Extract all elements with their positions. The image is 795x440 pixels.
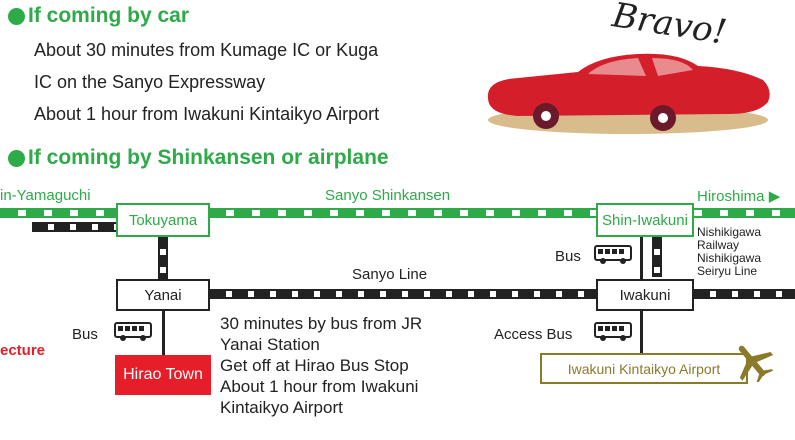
sanyo-line-rail-east <box>694 289 795 299</box>
access-bus-label: Access Bus <box>494 326 573 343</box>
shin-iwakuni-bus-line <box>640 237 643 279</box>
iwakuni-station[interactable]: Iwakuni <box>596 279 694 311</box>
bus-info-line-2: Yanai Station <box>220 335 320 354</box>
sanyo-line-rail <box>210 289 596 299</box>
iwakuni-airport-box[interactable]: Iwakuni Kintaikyo Airport <box>540 353 748 384</box>
tokuyama-station[interactable]: Tokuyama <box>116 203 210 237</box>
car-window-rear <box>652 58 693 76</box>
car-body <box>487 53 770 116</box>
car-line-1: About 30 minutes from Kumage IC or Kuga <box>34 40 379 60</box>
nishikigawa-line-1: Nishikigawa <box>697 225 762 239</box>
left-stub-rail <box>32 222 116 232</box>
hiroshima-text: Hiroshima <box>697 188 765 205</box>
yanai-station[interactable]: Yanai <box>116 279 210 311</box>
car-heading-text: If coming by car <box>28 4 190 27</box>
shin-iwakuni-station[interactable]: Shin-Iwakuni <box>596 203 694 237</box>
tokuyama-yanai-rail <box>158 237 168 283</box>
bus-info-line-1: 30 minutes by bus from JR <box>220 314 423 333</box>
shinkansen-heading: If coming by Shinkansen or airplane <box>8 146 389 170</box>
nishikigawa-line-3: Nishikigawa <box>697 251 762 265</box>
car-hubcap-front <box>541 111 551 121</box>
bus-info-text: 30 minutes by bus from JR Yanai Station … <box>220 313 422 418</box>
hirao-town-box[interactable]: Hirao Town <box>115 355 211 395</box>
bus-icon <box>594 245 632 264</box>
car-hubcap-rear <box>658 113 668 123</box>
arrow-right-icon: ▶ <box>768 188 781 205</box>
hiroshima-label: Hiroshima ▶ <box>697 187 780 205</box>
sanyo-shinkansen-line <box>0 208 795 218</box>
car-line-3: About 1 hour from Iwakuni Kintaikyo Airp… <box>34 104 380 124</box>
prefecture-label: ecture <box>0 342 46 359</box>
bus-label-left: Bus <box>72 326 98 343</box>
shinkansen-heading-text: If coming by Shinkansen or airplane <box>28 146 389 169</box>
bus-label-right: Bus <box>555 248 581 265</box>
iwakuni-airport-bus-line <box>640 311 643 353</box>
airplane-icon <box>738 345 774 382</box>
nishikigawa-line-2: Railway <box>697 238 740 252</box>
nishikigawa-line-4: Seiryu Line <box>697 264 758 278</box>
red-car-illustration <box>487 53 770 134</box>
shin-yamaguchi-label: in-Yamaguchi <box>0 187 91 204</box>
car-line-2: IC on the Sanyo Expressway <box>34 72 266 92</box>
bus-icon <box>114 322 152 341</box>
bus-info-line-3: Get off at Hirao Bus Stop <box>220 356 409 375</box>
sanyo-line-label: Sanyo Line <box>352 266 428 283</box>
car-window-front <box>588 58 646 76</box>
bus-info-line-5: Kintaikyo Airport <box>220 398 343 417</box>
yanai-hirao-bus-line <box>162 311 165 355</box>
bullet-dot-icon <box>8 149 25 167</box>
bus-icon <box>594 322 632 341</box>
bullet-dot-icon <box>8 7 25 25</box>
bus-info-line-4: About 1 hour from Iwakuni <box>220 377 419 396</box>
nishikigawa-rail <box>652 237 662 277</box>
bravo-text: Bravo! <box>609 0 730 53</box>
car-heading: If coming by car <box>8 4 189 28</box>
nishikigawa-label: Nishikigawa Railway Nishikigawa Seiryu L… <box>697 226 761 278</box>
sanyo-shinkansen-label: Sanyo Shinkansen <box>325 187 451 204</box>
